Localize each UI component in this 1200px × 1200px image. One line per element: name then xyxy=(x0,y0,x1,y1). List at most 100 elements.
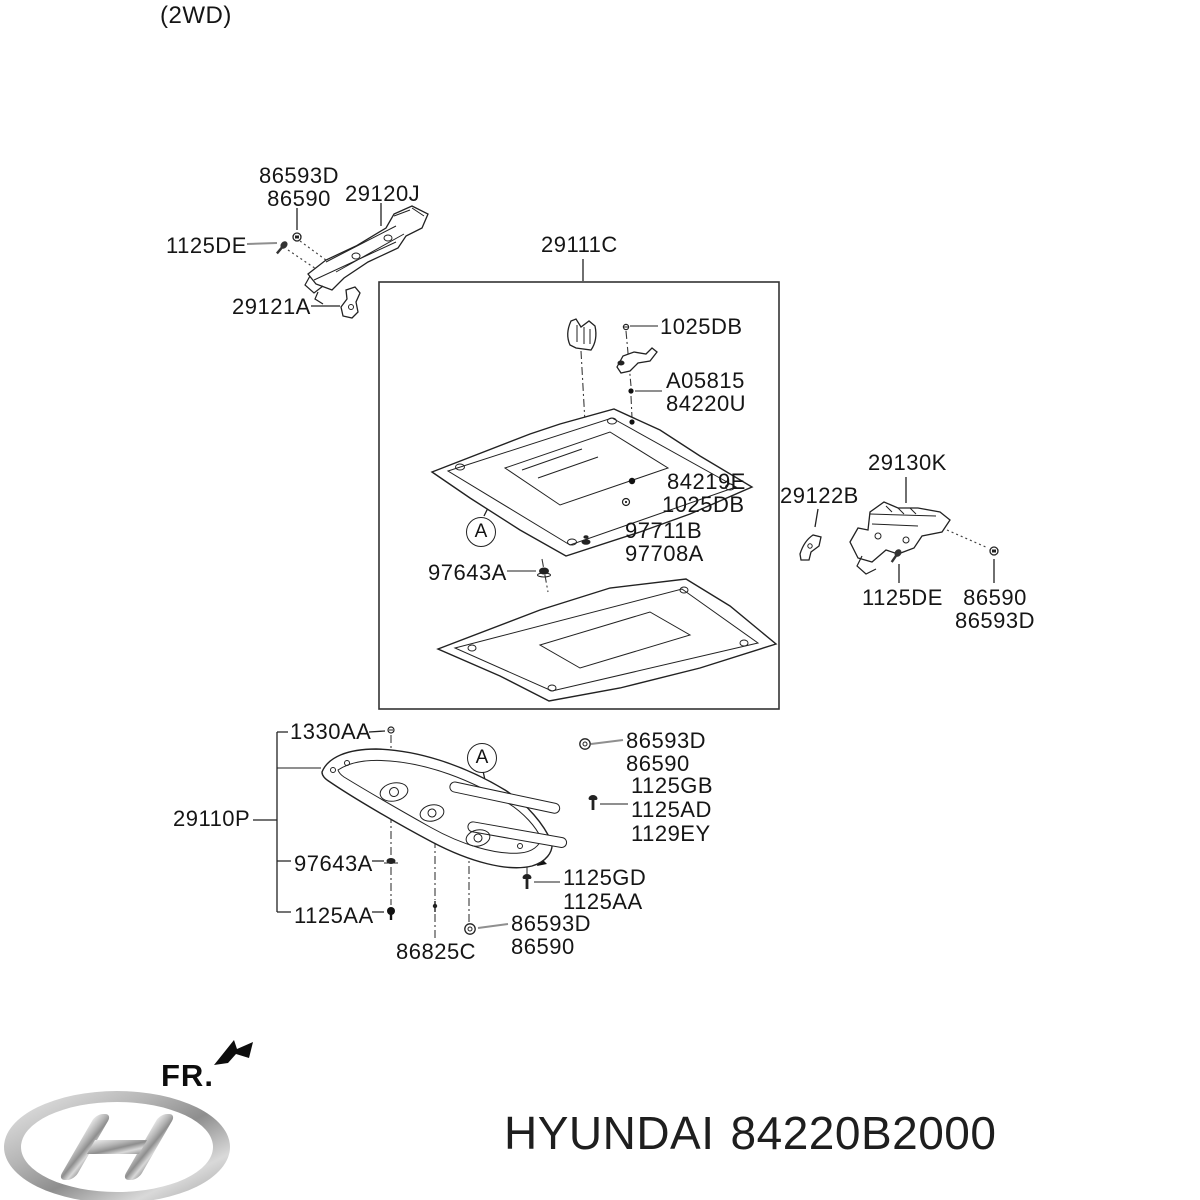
part-number: 86593D xyxy=(954,608,1036,633)
part-outline xyxy=(849,501,951,563)
part-drawing-29121a xyxy=(340,286,361,319)
part-number: A05815 xyxy=(666,368,745,393)
part-label-1025db-lower: 1025DB xyxy=(662,492,745,517)
part-number: 86590 xyxy=(511,934,575,959)
part-hole xyxy=(874,532,882,540)
part-number: 97708A xyxy=(625,541,704,566)
part-foot xyxy=(304,275,324,305)
part-hole xyxy=(679,586,689,594)
part-inner-line xyxy=(453,588,760,692)
rivet-icon-84219e xyxy=(628,477,636,485)
part-label-29121a: 29121A xyxy=(232,294,311,319)
part-label-1125de-topleft: 1125DE xyxy=(166,233,247,258)
part-rib xyxy=(449,781,561,814)
grommet-icon-86593d-mid xyxy=(579,738,591,750)
part-label-86593d-86590-mid: 86593D 86590 xyxy=(626,729,706,775)
part-hole xyxy=(517,843,523,849)
clip-icon-97711b xyxy=(581,535,591,545)
part-hole xyxy=(607,417,617,425)
part-label-1025db-upper: 1025DB xyxy=(660,314,743,339)
part-number: 84220U xyxy=(666,391,747,416)
part-number: 86590 xyxy=(963,585,1027,610)
part-label-1125gd-1125aa: 1125GD 1125AA xyxy=(563,866,646,914)
front-direction-arrow-icon xyxy=(214,1040,253,1065)
part-drawing-small-bracket xyxy=(616,347,658,374)
screw-icon-1125de-right xyxy=(890,549,902,563)
part-label-1125aa: 1125AA xyxy=(294,903,374,928)
part-detail-lines xyxy=(869,505,937,527)
part-outline xyxy=(307,205,429,291)
part-outline xyxy=(340,286,361,319)
part-hole xyxy=(725,483,735,491)
nut-icon-86590-top xyxy=(292,232,302,242)
part-outline xyxy=(567,318,597,351)
part-boss xyxy=(419,804,445,822)
part-detail-lines xyxy=(576,325,591,344)
part-drawing-under-cover-lower xyxy=(436,578,778,702)
part-inner-line xyxy=(337,759,542,854)
part-hole xyxy=(330,767,336,773)
part-number: 1129EY xyxy=(631,821,711,846)
detail-marker-a-bottom: A xyxy=(467,743,497,773)
stud-dot-a05815 xyxy=(628,388,634,394)
part-hole xyxy=(807,543,813,549)
part-hole xyxy=(344,760,350,766)
pin-icon-86825c xyxy=(432,901,438,912)
part-hole xyxy=(467,644,477,652)
screw-icon-1125aa xyxy=(387,907,395,920)
part-number: 1125AA xyxy=(563,889,643,914)
brand-name: HYUNDAI xyxy=(504,1107,715,1159)
screw-icon-86590-right xyxy=(989,546,999,556)
part-foot xyxy=(856,555,877,575)
part-recess xyxy=(538,611,692,669)
part-label-97643a-bottom: 97643A xyxy=(294,851,373,876)
part-label-84219e: 84219E xyxy=(667,469,746,494)
part-inner-line xyxy=(446,417,738,546)
part-drawing-under-cover-panel xyxy=(430,408,754,557)
part-outline xyxy=(430,408,754,557)
bolt-icon-1125gb xyxy=(588,795,598,810)
screw-icon-97643a-box xyxy=(537,567,551,578)
part-hole xyxy=(383,234,393,242)
part-hole xyxy=(455,463,465,471)
stud-dot-84220u xyxy=(629,419,635,425)
screw-icon-1025db-lower xyxy=(621,497,631,507)
part-drawing-29120j xyxy=(304,205,429,305)
part-label-1125de-right: 1125DE xyxy=(862,585,943,610)
part-label-1125gb-1125ad-1129ey: 1125GB 1125AD 1129EY xyxy=(631,774,713,846)
bolt-icon-1025db-top xyxy=(622,323,630,331)
part-number: 86593D xyxy=(258,163,340,188)
part-number: 97711B xyxy=(625,518,703,543)
front-direction-label: FR. xyxy=(161,1058,214,1093)
part-number: 86590 xyxy=(626,751,690,776)
part-recess xyxy=(503,431,670,506)
screw-icon-1125de-top xyxy=(276,241,288,255)
part-number: 86593D xyxy=(511,911,592,936)
dotted-lines xyxy=(287,240,989,551)
clip-icon-97643a-bottom xyxy=(384,858,398,864)
part-number: 1125AD xyxy=(631,797,712,822)
footer-caption: HYUNDAI 84220B2000 xyxy=(504,1106,996,1160)
part-label-86593d-86590-bottom: 86593D 86590 xyxy=(511,912,591,958)
part-hole xyxy=(351,252,361,260)
part-hole xyxy=(902,536,910,544)
part-number: 1125GB xyxy=(631,773,714,798)
part-hole xyxy=(739,639,749,647)
part-boss xyxy=(465,829,491,847)
part-outline xyxy=(321,748,553,869)
part-label-97711b-97708a: 97711B 97708A xyxy=(625,519,704,565)
part-label-86590-86593d-right: 86590 86593D xyxy=(950,586,1040,632)
part-label-86593d-86590-topleft: 86593D 86590 xyxy=(254,164,344,210)
part-outline xyxy=(616,347,658,374)
part-label-97643a-box: 97643A xyxy=(428,560,507,585)
part-number: 1125GD xyxy=(563,865,647,890)
screw-icon-1330aa xyxy=(387,726,395,734)
part-detail-lines xyxy=(313,207,425,281)
hyundai-logo xyxy=(4,1091,230,1200)
part-label-29110p: 29110P xyxy=(173,806,251,831)
detail-box-29111c xyxy=(378,281,780,710)
part-number: 86593D xyxy=(626,728,707,753)
part-label-1330aa: 1330AA xyxy=(290,719,372,744)
part-hole xyxy=(567,538,577,546)
